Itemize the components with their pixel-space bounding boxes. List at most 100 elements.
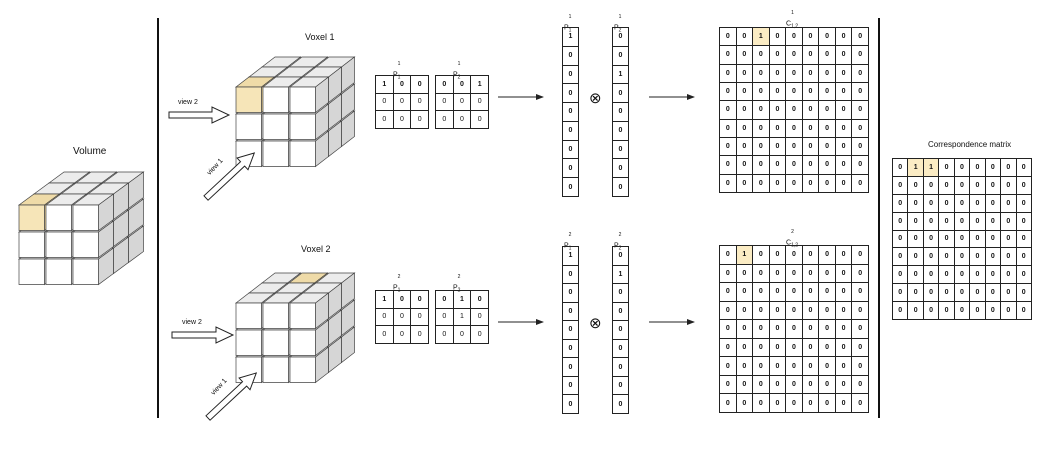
matrix-cell: 0 — [801, 26, 820, 47]
matrix-cell: 0 — [922, 193, 940, 213]
matrix-cell: 0 — [834, 100, 853, 120]
matrix-cell: 0 — [851, 282, 869, 302]
matrix-cell: 0 — [752, 300, 770, 321]
matrix-cell: 1 — [452, 290, 472, 309]
matrix-cell: 0 — [785, 100, 803, 120]
matrix-cell: 0 — [719, 337, 737, 358]
matrix-cell: 0 — [801, 63, 820, 83]
view2-arrow-bottom — [171, 326, 235, 344]
matrix-cell: 0 — [834, 263, 853, 284]
matrix-cell: 0 — [818, 337, 836, 358]
cube-face — [289, 356, 316, 383]
matrix-cell: 0 — [752, 263, 770, 284]
matrix-cell: 0 — [834, 319, 853, 339]
matrix-cell: 0 — [801, 337, 820, 358]
matrix-cell: 0 — [470, 92, 489, 112]
matrix-cell: 0 — [768, 374, 787, 395]
matrix-cell: 0 — [785, 356, 803, 376]
matrix-cell: 0 — [719, 319, 737, 339]
voxel2-cube-grid — [234, 272, 356, 384]
matrix-cell: 0 — [818, 263, 836, 284]
matrix-cell: 0 — [801, 136, 820, 157]
volume-cube-grid — [17, 171, 145, 286]
matrix-cell: 0 — [938, 229, 955, 249]
matrix-cell: 0 — [818, 282, 836, 302]
matrix-cell: 0 — [1000, 158, 1017, 177]
matrix-cell: 0 — [562, 45, 579, 66]
matrix-cell: 0 — [907, 301, 924, 320]
matrix-cell: 0 — [735, 63, 754, 83]
matrix-cell: 0 — [768, 319, 787, 339]
matrix-cell: 0 — [470, 307, 489, 327]
matrix-cell: 0 — [1000, 301, 1017, 320]
cube-face — [262, 140, 289, 167]
matrix-cell: 0 — [612, 139, 629, 160]
cube-face — [289, 113, 316, 140]
matrix-cell: 0 — [768, 81, 787, 102]
matrix-cell: 0 — [801, 282, 820, 302]
view2-arrow-top — [168, 106, 231, 124]
matrix-cell: 0 — [785, 118, 803, 138]
matrix-cell: 0 — [785, 263, 803, 284]
matrix-cell: 0 — [938, 193, 955, 213]
matrix-cell: 0 — [801, 300, 820, 321]
cube-face — [18, 258, 45, 285]
matrix-cell: 0 — [834, 337, 853, 358]
matrix-cell: 0 — [719, 26, 737, 47]
matrix-cell: 0 — [818, 393, 836, 413]
matrix-cell: 0 — [834, 356, 853, 376]
matrix-cell: 0 — [752, 118, 770, 138]
matrix-cell: 0 — [768, 337, 787, 358]
matrix-cell: 0 — [907, 193, 924, 213]
matrix-cell: 0 — [612, 357, 629, 377]
matrix-cell: 0 — [1000, 283, 1017, 302]
matrix-cell: 0 — [410, 92, 429, 112]
matrix-cell: 0 — [907, 211, 924, 231]
matrix-cell: 0 — [969, 247, 986, 267]
matrix-cell: 0 — [785, 45, 803, 65]
matrix-cell: 0 — [907, 283, 924, 302]
matrix-cell: 0 — [735, 100, 754, 120]
matrix-cell: 0 — [834, 26, 853, 47]
matrix-cell: 0 — [1015, 193, 1032, 213]
cube-face — [289, 140, 316, 167]
matrix-cell: 0 — [851, 81, 869, 102]
matrix-cell: 0 — [612, 283, 629, 303]
matrix-cell: 0 — [801, 45, 820, 65]
matrix-cell: 0 — [612, 45, 629, 66]
cube-face — [72, 231, 99, 258]
matrix-cell: 0 — [785, 155, 803, 175]
matrix-cell: 0 — [953, 158, 971, 177]
matrix-cell: 0 — [785, 393, 803, 413]
matrix-cell: 0 — [818, 356, 836, 376]
matrix-cell: 0 — [1015, 229, 1032, 249]
matrix-cell: 0 — [410, 307, 429, 327]
cube-face — [45, 231, 72, 258]
matrix-cell: 0 — [922, 229, 940, 249]
matrix-cell: 0 — [953, 211, 971, 231]
matrix-cell: 1 — [375, 290, 394, 309]
matrix-cell: 0 — [969, 211, 986, 231]
matrix-cell: 0 — [375, 325, 394, 344]
matrix-cell: 0 — [735, 263, 754, 284]
matrix-cell: 0 — [719, 393, 737, 413]
matrix-cell: 1 — [452, 307, 472, 327]
view2-label-top: view 2 — [178, 99, 198, 106]
matrix-cell: 0 — [801, 374, 820, 395]
matrix-cell: 0 — [984, 301, 1002, 320]
matrix-cell: 0 — [851, 45, 869, 65]
matrix-cell: 1 — [735, 245, 754, 265]
matrix-cell: 0 — [768, 26, 787, 47]
matrix-cell: 0 — [410, 75, 429, 94]
matrix-cell: 0 — [612, 246, 629, 266]
matrix-cell: 0 — [801, 319, 820, 339]
matrix-cell: 0 — [562, 264, 579, 285]
matrix-cell: 0 — [969, 175, 986, 195]
matrix-cell: 0 — [735, 319, 754, 339]
voxel1-cube-grid — [234, 56, 356, 168]
matrix-cell: 0 — [752, 337, 770, 358]
matrix-cell: 0 — [752, 356, 770, 376]
matrix-cell: 0 — [452, 110, 472, 129]
